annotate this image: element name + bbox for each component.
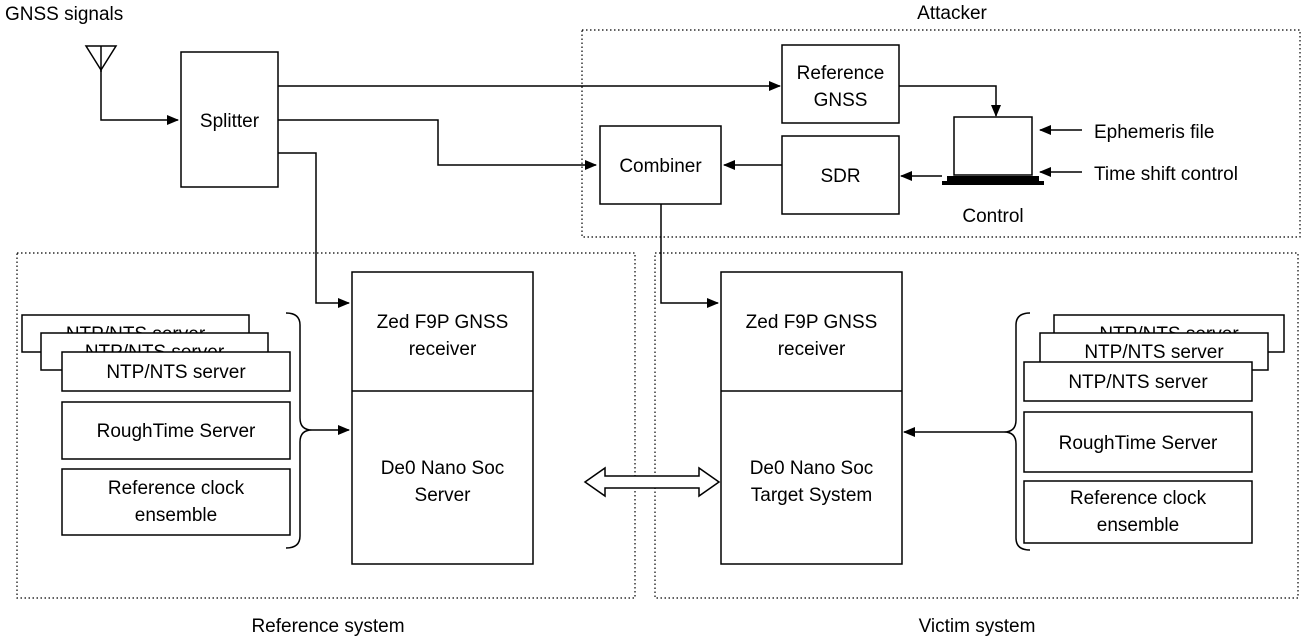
control-label: Control <box>962 206 1023 227</box>
svg-text:RoughTime Server: RoughTime Server <box>97 421 256 442</box>
svg-text:RoughTime Server: RoughTime Server <box>1059 433 1218 454</box>
attacker-label: Attacker <box>917 3 987 24</box>
reference-system-region <box>16 252 636 599</box>
laptop-icon <box>942 116 1044 185</box>
ref-receiver-label-1: Zed F9P GNSS <box>377 312 509 333</box>
splitter-block <box>180 51 279 188</box>
ref-soc-label-1: De0 Nano Soc <box>381 458 505 479</box>
left-ntp-server-3: NTP/NTS server <box>61 351 291 392</box>
antenna-icon <box>84 45 118 72</box>
svg-text:NTP/NTS server: NTP/NTS server <box>1084 342 1224 363</box>
svg-text:Reference clock: Reference clock <box>108 478 245 499</box>
victim-main-block <box>720 271 903 565</box>
sdr-label: SDR <box>820 166 860 187</box>
ref-main-block <box>351 271 534 565</box>
bidirectional-link-arrow <box>583 466 721 498</box>
svg-text:Reference clock: Reference clock <box>1070 488 1207 509</box>
victim-soc-label-2: Target System <box>751 485 872 506</box>
ref-soc-label-2: Server <box>415 485 472 506</box>
victim-system-label: Victim system <box>919 616 1036 637</box>
right-ntp-server-3: NTP/NTS server <box>1023 361 1253 402</box>
svg-text:ensemble: ensemble <box>135 505 217 526</box>
splitter-to-combiner-wire <box>278 119 597 170</box>
ephemeris-file-label: Ephemeris file <box>1094 122 1214 143</box>
combiner-to-victim-receiver-wire <box>660 204 719 308</box>
time-shift-control-label: Time shift control <box>1094 164 1238 185</box>
splitter-label: Splitter <box>200 111 260 132</box>
victim-system-region <box>654 252 1299 599</box>
antenna-to-splitter-wire <box>100 70 179 125</box>
reference-system-label: Reference system <box>251 616 404 637</box>
reference-gnss-label-2: GNSS <box>814 90 868 111</box>
svg-text:ensemble: ensemble <box>1097 515 1179 536</box>
right-roughtime-server: RoughTime Server <box>1023 411 1253 473</box>
right-reference-clock: Reference clock ensemble <box>1023 480 1253 544</box>
victim-soc-label-1: De0 Nano Soc <box>750 458 874 479</box>
gnss-signals-label: GNSS signals <box>5 4 123 25</box>
svg-text:NTP/NTS server: NTP/NTS server <box>106 362 246 383</box>
reference-gnss-block <box>781 44 900 124</box>
combiner-block <box>599 125 722 205</box>
sdr-block <box>781 135 900 215</box>
ref-receiver-label-2: receiver <box>409 339 477 360</box>
victim-receiver-label-1: Zed F9P GNSS <box>746 312 878 333</box>
svg-text:NTP/NTS server: NTP/NTS server <box>1068 372 1208 393</box>
attacker-region <box>581 29 1301 238</box>
reference-gnss-label-1: Reference <box>797 63 885 84</box>
combiner-label: Combiner <box>619 156 702 177</box>
left-reference-clock: Reference clock ensemble <box>61 468 291 536</box>
reference-gnss-to-control-wire <box>899 85 1001 117</box>
splitter-to-ref-receiver-wire <box>278 152 350 308</box>
left-roughtime-server: RoughTime Server <box>61 401 291 460</box>
victim-receiver-label-2: receiver <box>778 339 846 360</box>
